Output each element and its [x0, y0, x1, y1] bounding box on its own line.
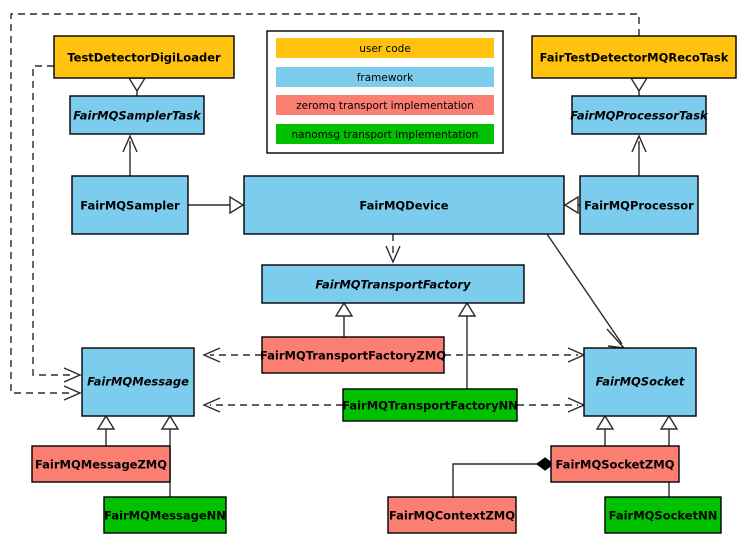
node-box-fair-mq-transport-factory[interactable]	[261, 264, 525, 304]
node-box-fair-mq-device[interactable]	[243, 175, 565, 235]
node-label-fair-mq-sampler: FairMQSampler	[80, 199, 180, 213]
node-fair-test-detector-mq-reco-task[interactable]: FairTestDetectorMQRecoTask	[531, 35, 737, 79]
edge-factory-zmq-to-factory	[334, 301, 354, 337]
node-label-fair-test-detector-mq-reco-task: FairTestDetectorMQRecoTask	[540, 51, 729, 65]
edge-processor-task-to-reco-task	[629, 77, 649, 96]
node-label-fair-mq-message: FairMQMessage	[87, 375, 189, 389]
node-label-fair-mq-message-nn: FairMQMessageNN	[104, 509, 226, 523]
node-layer: TestDetectorDigiLoader FairTestDetectorM…	[31, 35, 737, 534]
node-fair-mq-context-zmq[interactable]: FairMQContextZMQ	[387, 496, 517, 534]
legend: user code framework zeromq transport imp…	[266, 30, 504, 154]
legend-item-zeromq: zeromq transport implementation	[276, 95, 494, 115]
legend-swatch-framework	[276, 67, 494, 87]
node-test-detector-digi-loader[interactable]: TestDetectorDigiLoader	[53, 35, 235, 79]
legend-label-user-code: user code	[359, 43, 411, 55]
edge-factory-zmq-to-message	[202, 347, 262, 363]
legend-swatch-zeromq	[276, 95, 494, 115]
node-fair-mq-socket-nn[interactable]: FairMQSocketNN	[604, 496, 722, 534]
node-fair-mq-transport-factory[interactable]: FairMQTransportFactory	[261, 264, 525, 304]
node-box-test-detector-digi-loader[interactable]	[53, 35, 235, 79]
legend-item-framework: framework	[276, 67, 494, 87]
edge-sampler-to-device	[188, 195, 245, 215]
node-fair-mq-message-zmq[interactable]: FairMQMessageZMQ	[31, 445, 171, 483]
node-label-test-detector-digi-loader: TestDetectorDigiLoader	[67, 51, 221, 65]
edge-factory-nn-to-message	[202, 397, 343, 413]
node-label-fair-mq-context-zmq: FairMQContextZMQ	[389, 509, 515, 523]
node-box-fair-mq-message[interactable]	[81, 347, 195, 417]
node-fair-mq-sampler-task[interactable]: FairMQSamplerTask	[69, 95, 205, 135]
legend-label-framework: framework	[357, 72, 414, 84]
edge-message-zmq-to-message	[96, 414, 116, 446]
legend-swatch-nanomsg	[276, 124, 494, 144]
legend-item-user-code: user code	[276, 38, 494, 58]
node-box-fair-mq-transport-factory-nn[interactable]	[342, 388, 518, 422]
node-box-fair-mq-processor-task[interactable]	[571, 95, 707, 135]
edge-factory-nn-to-socket	[517, 397, 586, 413]
node-box-fair-mq-sampler-task[interactable]	[69, 95, 205, 135]
edge-context-zmq-to-socket-zmq	[452, 457, 554, 497]
node-fair-mq-transport-factory-zmq[interactable]: FairMQTransportFactoryZMQ	[260, 336, 446, 374]
node-label-fair-mq-processor: FairMQProcessor	[584, 199, 694, 213]
edge-reco-task-to-message	[10, 13, 640, 401]
edge-device-to-transport-factory	[385, 234, 401, 264]
node-box-fair-mq-socket-nn[interactable]	[604, 496, 722, 534]
node-label-fair-mq-socket-nn: FairMQSocketNN	[609, 509, 718, 523]
node-box-fair-mq-message-nn[interactable]	[103, 496, 227, 534]
edge-sampler-to-sampler-task	[122, 134, 138, 176]
node-label-fair-mq-socket: FairMQSocket	[596, 375, 685, 389]
edge-socket-zmq-to-socket	[595, 414, 615, 446]
node-label-fair-mq-device: FairMQDevice	[359, 199, 448, 213]
edge-sampler-task-to-digi-loader	[127, 77, 147, 96]
node-box-fair-mq-socket-zmq[interactable]	[550, 445, 680, 483]
legend-label-nanomsg: nanomsg transport implementation	[292, 129, 479, 141]
node-box-fair-mq-message-zmq[interactable]	[31, 445, 171, 483]
edge-digi-loader-to-message	[32, 65, 82, 383]
node-fair-mq-sampler[interactable]: FairMQSampler	[71, 175, 189, 235]
node-box-fair-mq-processor[interactable]	[579, 175, 699, 235]
node-fair-mq-socket[interactable]: FairMQSocket	[583, 347, 697, 417]
node-label-fair-mq-processor-task: FairMQProcessorTask	[570, 109, 709, 123]
node-box-fair-mq-sampler[interactable]	[71, 175, 189, 235]
edge-processor-to-device	[563, 195, 580, 215]
node-fair-mq-processor-task[interactable]: FairMQProcessorTask	[570, 95, 709, 135]
edge-device-to-socket	[546, 233, 626, 349]
node-box-fair-test-detector-mq-reco-task[interactable]	[531, 35, 737, 79]
node-box-fair-mq-context-zmq[interactable]	[387, 496, 517, 534]
node-label-fair-mq-sampler-task: FairMQSamplerTask	[73, 109, 202, 123]
node-fair-mq-socket-zmq[interactable]: FairMQSocketZMQ	[550, 445, 680, 483]
node-label-fair-mq-socket-zmq: FairMQSocketZMQ	[556, 458, 675, 472]
node-fair-mq-message[interactable]: FairMQMessage	[81, 347, 195, 417]
node-fair-mq-processor[interactable]: FairMQProcessor	[579, 175, 699, 235]
node-label-fair-mq-transport-factory: FairMQTransportFactory	[315, 278, 471, 292]
node-label-fair-mq-message-zmq: FairMQMessageZMQ	[35, 458, 167, 472]
legend-label-zeromq: zeromq transport implementation	[296, 100, 474, 112]
edge-processor-to-processor-task	[631, 134, 647, 176]
node-label-fair-mq-transport-factory-zmq: FairMQTransportFactoryZMQ	[260, 349, 446, 363]
node-fair-mq-message-nn[interactable]: FairMQMessageNN	[103, 496, 227, 534]
node-box-fair-mq-transport-factory-zmq[interactable]	[261, 336, 445, 374]
legend-item-nanomsg: nanomsg transport implementation	[276, 124, 494, 144]
edge-factory-zmq-to-socket	[444, 347, 586, 363]
node-fair-mq-device[interactable]: FairMQDevice	[243, 175, 565, 235]
edge-factory-nn-to-factory	[457, 301, 477, 389]
node-box-fair-mq-socket[interactable]	[583, 347, 697, 417]
legend-swatch-user-code	[276, 38, 494, 58]
node-label-fair-mq-transport-factory-nn: FairMQTransportFactoryNN	[342, 399, 518, 413]
node-fair-mq-transport-factory-nn[interactable]: FairMQTransportFactoryNN	[342, 388, 518, 422]
